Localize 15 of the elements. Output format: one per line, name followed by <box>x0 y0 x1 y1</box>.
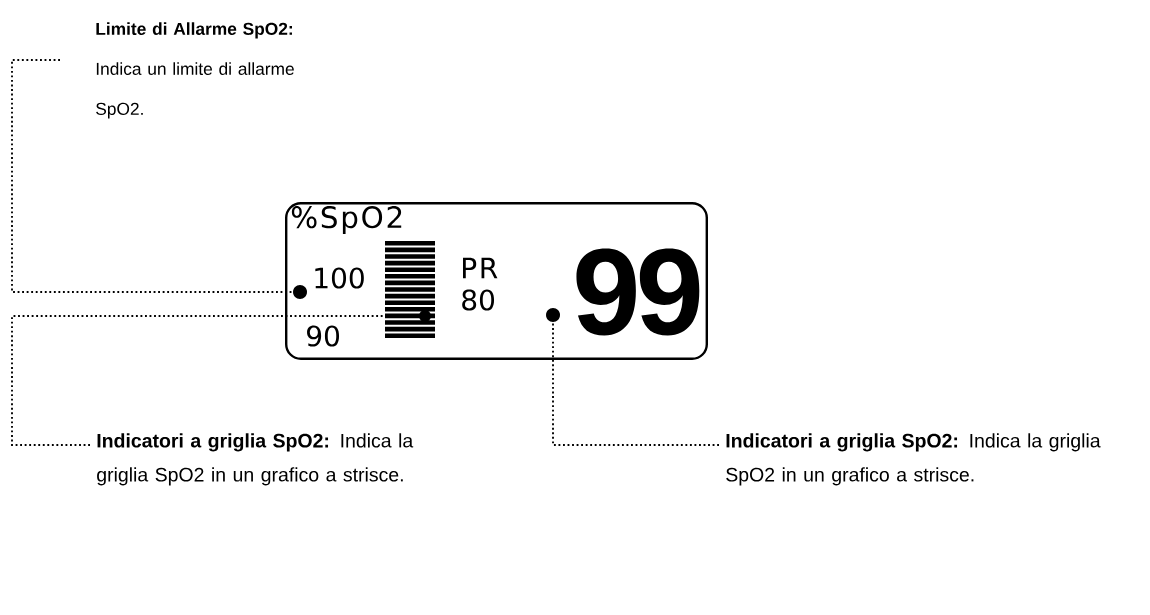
reading-label: 80 <box>462 289 495 311</box>
pointer-dot <box>293 285 307 299</box>
reading-label: 90 <box>307 325 340 347</box>
callout-text: Indicatori a griglia SpO2: Indica la griglia SpO2 in un grafico a strisce. <box>726 433 1101 486</box>
callout-text: Indicatori a griglia SpO2: Indica la griglia SpO2 in un grafico a strisce. <box>97 433 414 486</box>
reading-label: 100 <box>315 267 364 289</box>
leader-line <box>11 315 420 446</box>
display-label: PR <box>463 257 498 279</box>
display-label: %SpO2 <box>291 206 402 234</box>
leader-line <box>552 321 720 446</box>
large-reading: 99 <box>576 248 700 336</box>
leader-line <box>11 59 294 293</box>
display-frame <box>285 202 708 360</box>
pointer-dot <box>546 308 560 322</box>
callout-text: Limite di Allarme SpO2: Indica un limite di allarme SpO2. <box>96 22 294 119</box>
